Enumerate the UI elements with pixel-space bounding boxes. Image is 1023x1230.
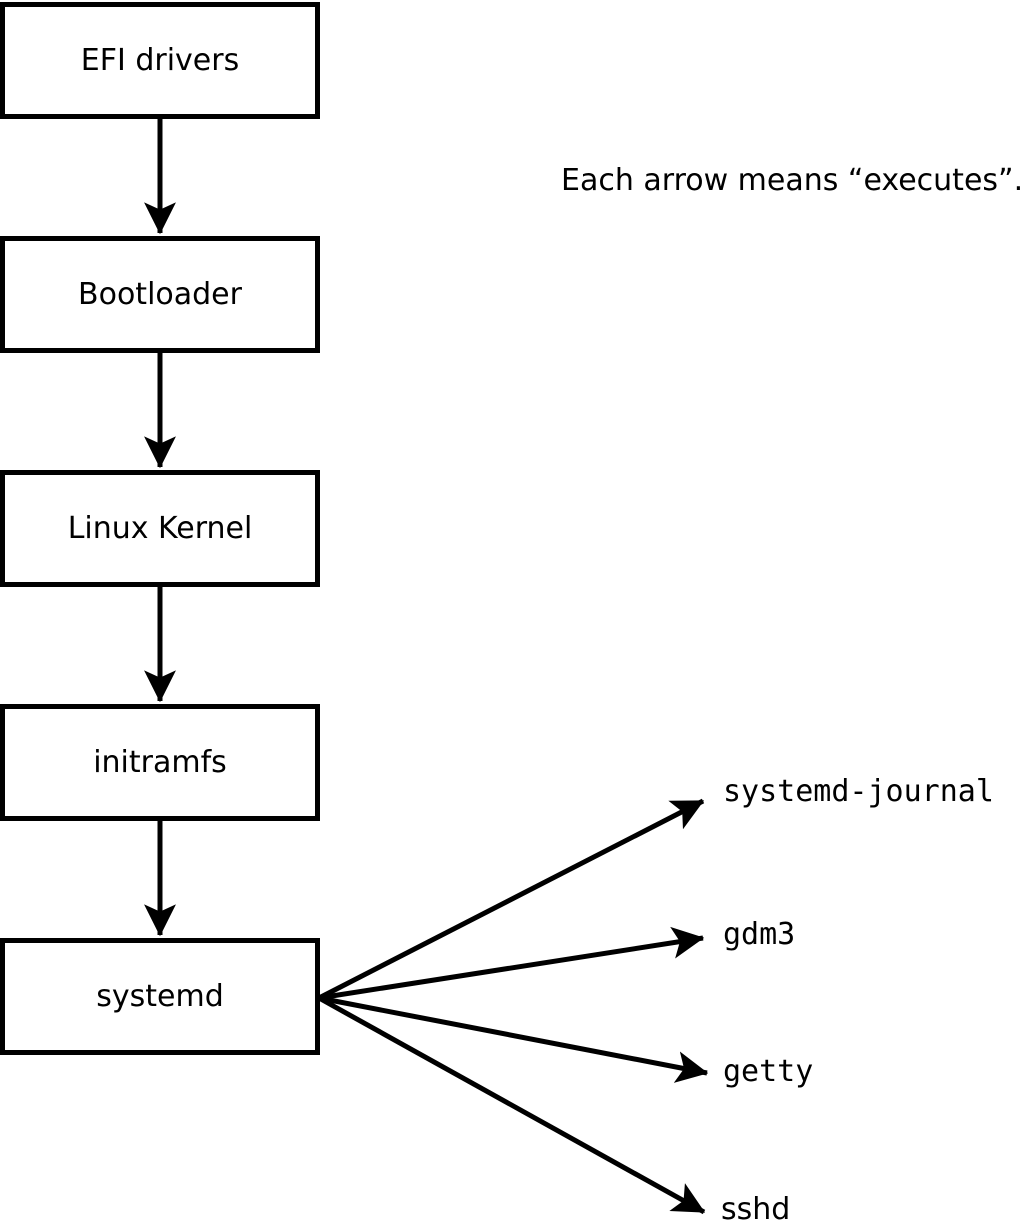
flow-node-systemd: systemd [0,938,320,1055]
flow-node-efi-drivers: EFI drivers [0,2,320,119]
flow-node-label: EFI drivers [80,43,240,78]
flow-node-initramfs: initramfs [0,704,320,821]
arrow-systemd-to-gdm3 [318,926,705,1001]
arrow-systemd-to-sshd [317,995,706,1215]
spawned-label-systemd-journal: systemd-journal [723,774,994,809]
flow-node-label: Bootloader [78,277,242,312]
spawned-label-getty: getty [723,1054,814,1089]
spawned-label-gdm3: gdm3 [723,917,796,952]
flow-node-label: systemd [96,979,224,1014]
arrow-meaning-annotation: Each arrow means “executes”. [561,163,1023,198]
spawned-label-sshd: sshd [721,1192,791,1227]
flow-node-label: initramfs [93,745,227,780]
arrow-systemd-to-getty [318,995,709,1083]
flow-node-label: Linux Kernel [67,511,253,546]
flow-node-linux-kernel: Linux Kernel [0,470,320,587]
arrow-systemd-to-journal [317,798,705,1001]
flow-node-bootloader: Bootloader [0,236,320,353]
